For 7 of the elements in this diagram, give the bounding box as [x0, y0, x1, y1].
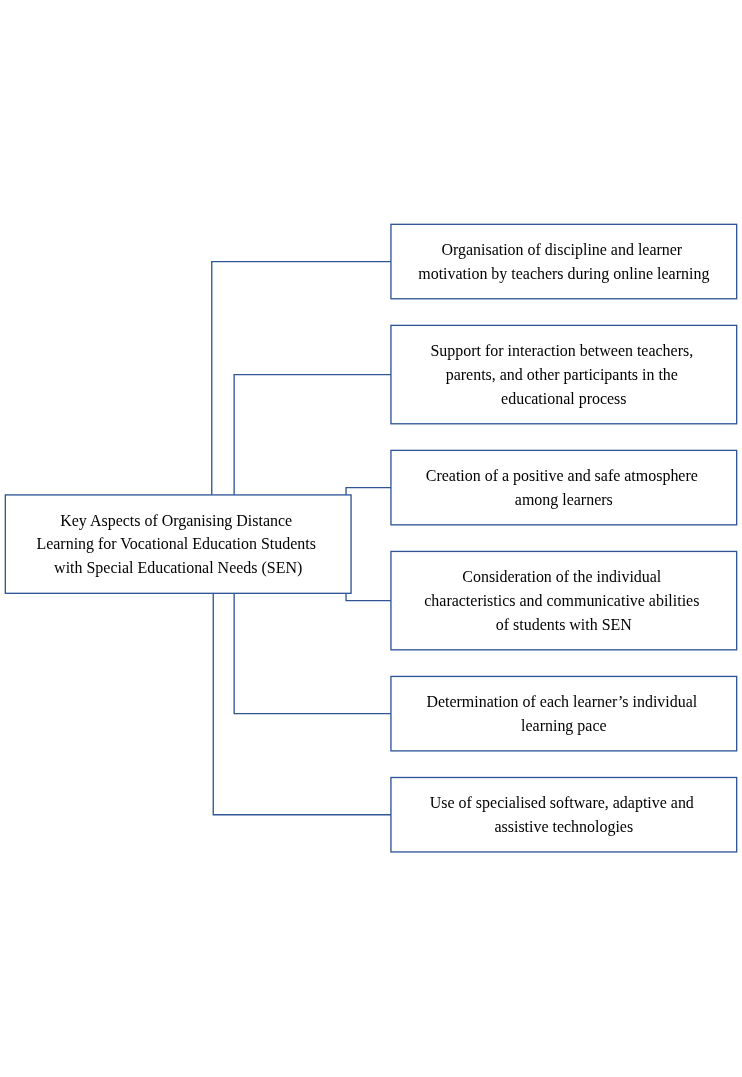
- node-box: Consideration of the individual characteristics and communicative abilities of students with SEN: [390, 551, 738, 651]
- node-box: Support for interaction between teachers, parents, and other participants in the educational process: [390, 325, 738, 425]
- node-box: Creation of a positive and safe atmosphere among learners: [390, 450, 738, 526]
- node-box: Use of specialised software, adaptive and assistive technologies: [390, 777, 738, 853]
- node-box: Organisation of discipline and learner motivation by teachers during online learning: [390, 224, 738, 300]
- node-box: Determination of each learner’s individual learning pace: [390, 676, 738, 752]
- node-box: Key Aspects of Organising Distance Learning for Vocational Education Students with Special Educational Needs (SEN): [4, 494, 352, 595]
